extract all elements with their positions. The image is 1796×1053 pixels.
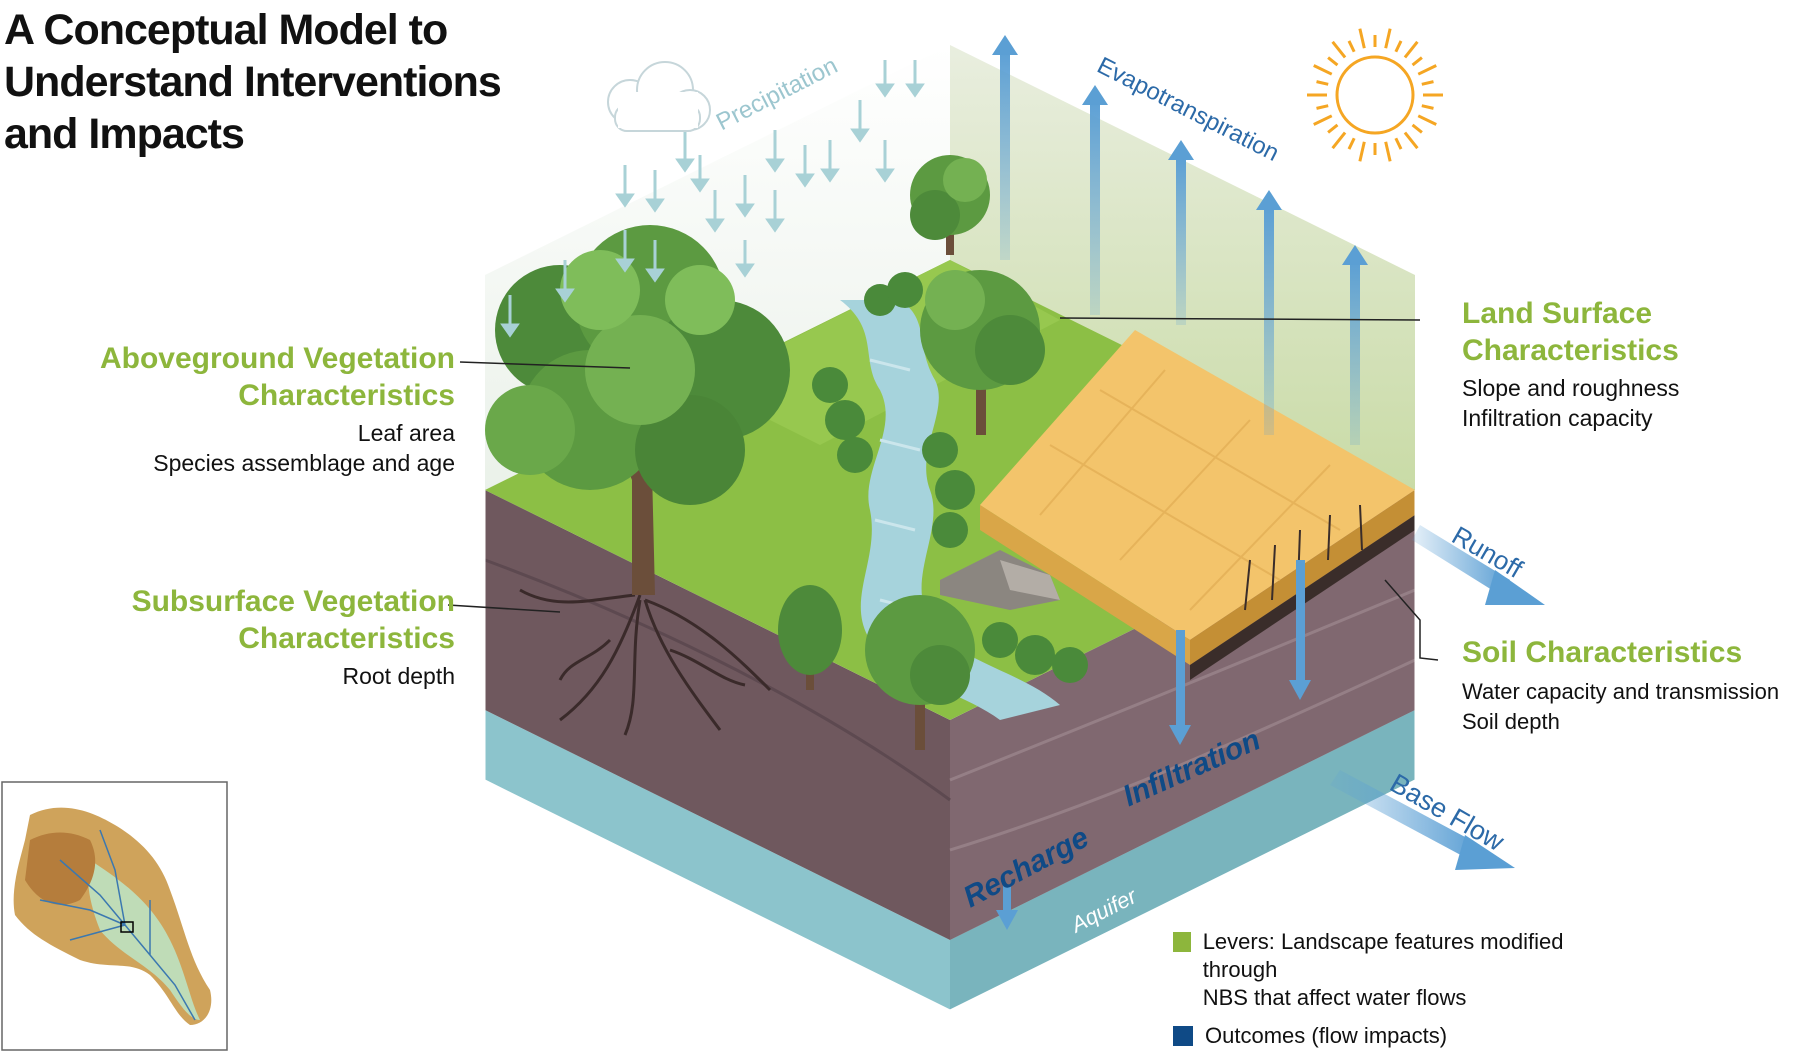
infiltration-arrows — [1169, 560, 1311, 745]
aboveground-item: Species assemblage and age — [153, 450, 455, 476]
subsurface-heading: Subsurface Vegetation — [131, 585, 455, 618]
sun-ray — [1403, 131, 1419, 150]
aboveground-item: Leaf area — [357, 420, 455, 446]
legend-line: NBS that affect water flows — [1202, 985, 1467, 1010]
shrubs — [812, 272, 1088, 683]
tree-roots — [519, 588, 772, 736]
front-tree-right — [865, 595, 975, 750]
subsurface-heading: Characteristics — [238, 622, 455, 655]
sun-ray — [1411, 123, 1423, 134]
subsurface-item: Root depth — [342, 663, 455, 689]
legend-line: Levers: Landscape features modified thro… — [1202, 929, 1564, 982]
recharge-arrow — [996, 885, 1018, 930]
sun-ray — [1421, 80, 1434, 86]
sun-ray — [1327, 123, 1339, 134]
sun-ray — [1313, 64, 1333, 76]
soil-label: Soil Characteristics Water capacity and … — [1462, 634, 1792, 737]
sun-ray — [1331, 131, 1347, 150]
aboveground-heading: Characteristics — [238, 379, 455, 412]
middle-tree — [920, 270, 1045, 435]
land-surface-item: Infiltration capacity — [1462, 405, 1653, 431]
soil-block-left — [485, 490, 950, 940]
land-surface-heading: Characteristics — [1462, 334, 1679, 367]
rocks — [940, 550, 1060, 610]
legend-text: Levers: Landscape features modified thro… — [1203, 928, 1593, 1012]
soil-heading: Soil Characteristics — [1462, 636, 1743, 669]
sun-ray — [1347, 137, 1356, 150]
sun-ray — [1403, 40, 1419, 59]
soil-item: Soil depth — [1462, 709, 1560, 734]
watershed-map-icon — [1, 781, 228, 1051]
legend-swatch-green — [1173, 932, 1191, 952]
page-title: A Conceptual Model to Understand Interve… — [4, 4, 524, 160]
sun-ray — [1347, 40, 1356, 53]
subsurface-vegetation-label: Subsurface Vegetation Characteristics Ro… — [60, 583, 455, 691]
aboveground-vegetation-label: Aboveground Vegetation Characteristics L… — [60, 340, 455, 478]
base-flow-arrow — [1330, 770, 1515, 870]
sun-ray — [1358, 28, 1366, 49]
sun-ray — [1316, 80, 1329, 86]
sun-ray — [1384, 28, 1392, 49]
title-line: and Impacts — [4, 110, 245, 158]
leader-lines — [447, 317, 1439, 661]
legend-swatch-blue — [1173, 1026, 1193, 1046]
title-line: A Conceptual Model to — [4, 6, 448, 54]
front-tree-left — [778, 585, 842, 690]
sun-disc — [1335, 55, 1415, 135]
land-surface-label: Land Surface Characteristics Slope and r… — [1462, 295, 1792, 433]
cloud-icon — [607, 61, 711, 132]
sun-ray — [1394, 137, 1403, 150]
legend-item-levers: Levers: Landscape features modified thro… — [1173, 928, 1593, 1012]
sun-ray — [1394, 40, 1403, 53]
land-surface-item: Slope and roughness — [1462, 375, 1680, 401]
sun-ray — [1316, 104, 1329, 110]
legend-item-outcomes: Outcomes (flow impacts) — [1173, 1022, 1593, 1050]
legend-line: Outcomes (flow impacts) — [1205, 1023, 1448, 1048]
legend: Levers: Landscape features modified thro… — [1173, 928, 1593, 1050]
large-tree — [485, 225, 790, 595]
sun-ray — [1327, 56, 1339, 67]
sun-ray — [1417, 64, 1437, 76]
soil-item: Water capacity and transmission — [1462, 679, 1780, 704]
evapotranspiration-arrows — [992, 35, 1368, 445]
sun-ray — [1384, 141, 1392, 162]
runoff-arrow — [1412, 525, 1545, 605]
sun-ray — [1421, 104, 1434, 110]
title-line: Understand Interventions — [4, 58, 502, 106]
precipitation-arrows — [500, 60, 925, 338]
sun-ray — [1417, 114, 1437, 126]
sun-icon — [1307, 28, 1443, 162]
sun-ray — [1331, 40, 1347, 59]
sun-ray — [1411, 56, 1423, 67]
land-surface-heading: Land Surface — [1462, 297, 1653, 330]
sun-ray — [1358, 141, 1366, 162]
sun-ray — [1313, 114, 1333, 126]
back-tree — [910, 155, 990, 255]
aboveground-heading: Aboveground Vegetation — [99, 342, 455, 375]
